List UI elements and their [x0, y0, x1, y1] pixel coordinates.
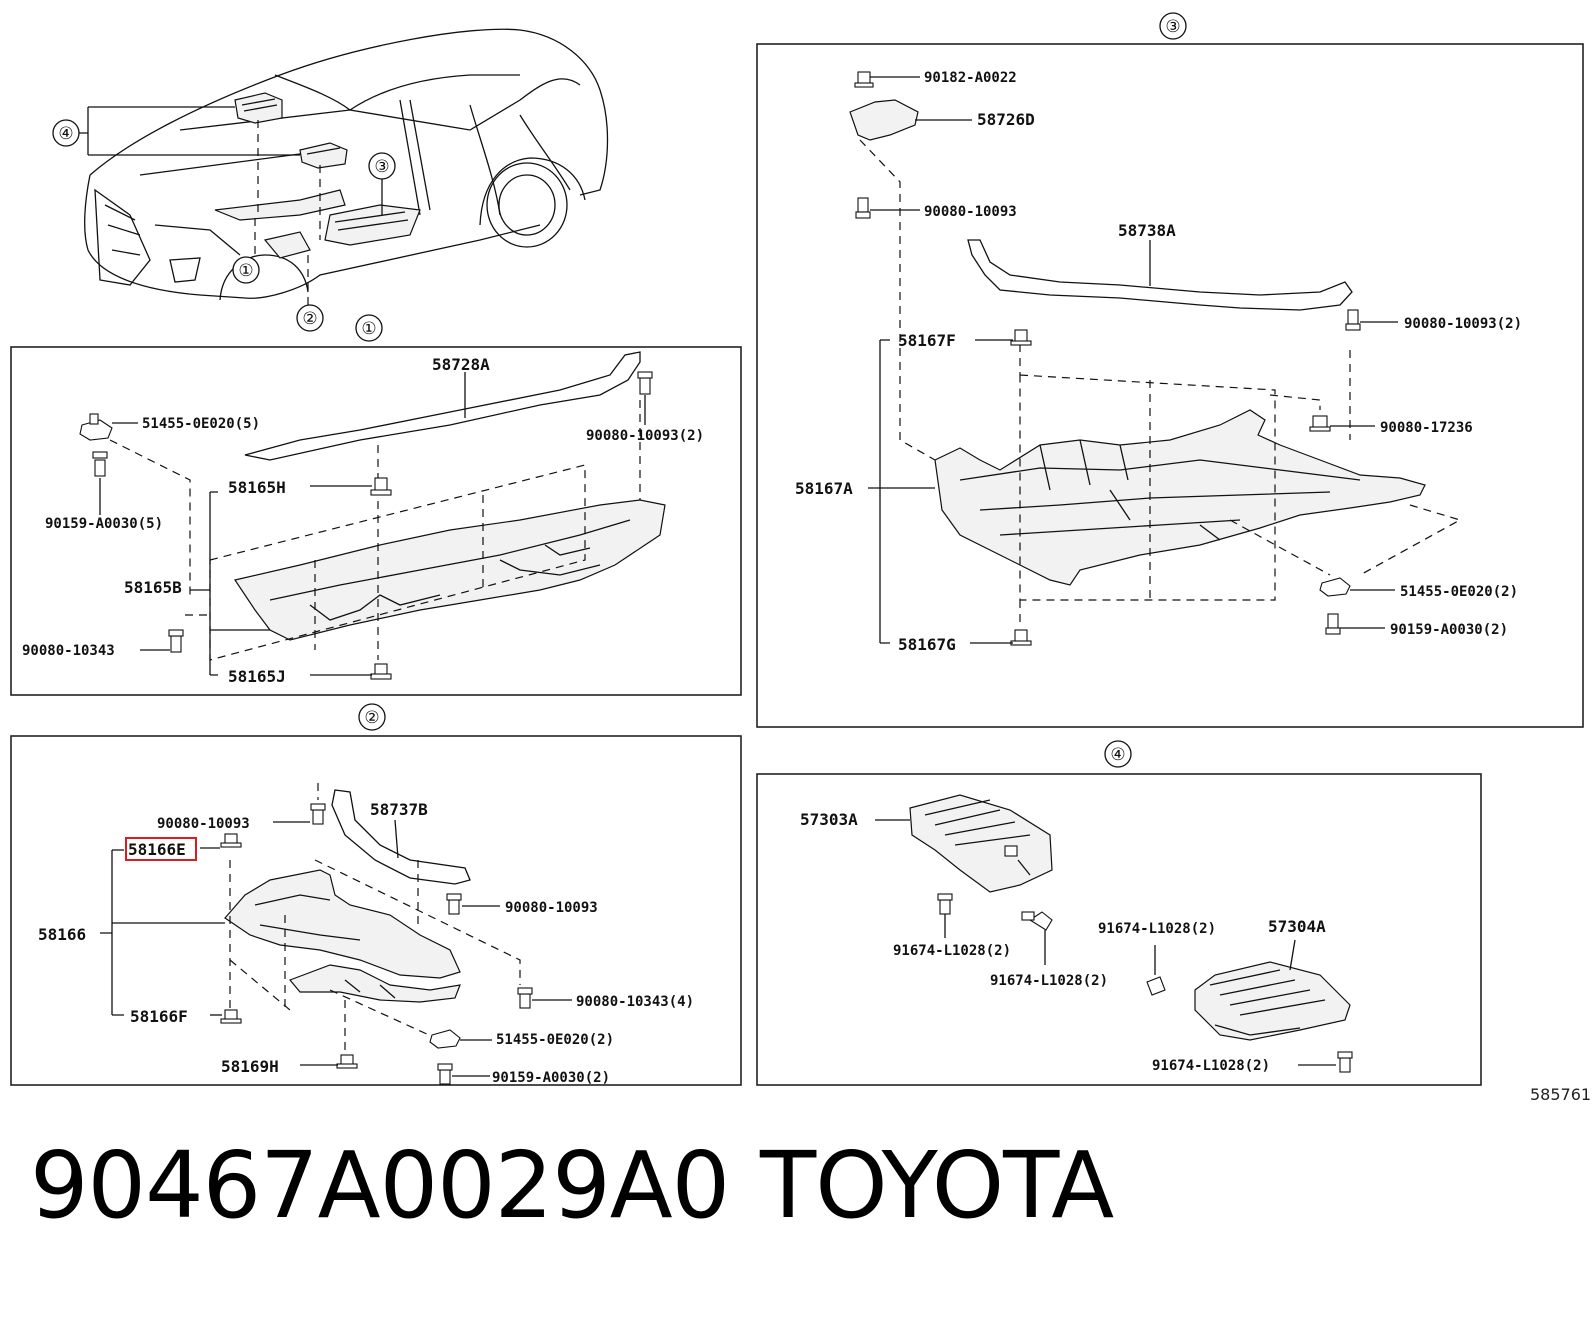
label-91674-l1028-2-a: 91674-L1028(2) [1098, 921, 1216, 937]
label-58169H: 58169H [221, 1057, 279, 1076]
label-58737B: 58737B [370, 800, 428, 819]
svg-text:①: ① [361, 319, 376, 339]
label-58167G: 58167G [898, 635, 956, 654]
footer-brand: TOYOTA [760, 1132, 1114, 1239]
panel-1-callout: ① [355, 314, 383, 342]
label-90080-10343-p1: 90080-10343 [22, 643, 115, 659]
label-90159-a0030-2-p3: 90159-A0030(2) [1390, 622, 1508, 638]
callout-3-overview: ③ [368, 152, 396, 215]
label-90080-10343-4: 90080-10343(4) [576, 994, 694, 1010]
panel-2-frame [10, 735, 742, 1086]
car-overview-illustration [66, 28, 609, 305]
label-58166F: 58166F [130, 1007, 188, 1026]
panel-2-drawing [100, 783, 572, 1085]
svg-text:④: ④ [58, 124, 73, 144]
panel-2-callout: ② [358, 703, 386, 731]
figure-id: 585761 [1530, 1085, 1591, 1104]
svg-text:④: ④ [1110, 745, 1125, 765]
label-58165B: 58165B [124, 578, 182, 597]
label-90080-10093-2-p1: 90080-10093(2) [586, 428, 704, 444]
label-51455-0e020-5: 51455-0E020(5) [142, 416, 260, 432]
svg-text:①: ① [238, 261, 253, 281]
label-58726D: 58726D [977, 110, 1035, 129]
callout-2-overview: ② [296, 304, 324, 332]
panel-4-drawing [875, 794, 1353, 1073]
panel-3-callout: ③ [1159, 12, 1187, 40]
label-90080-10093-p2a: 90080-10093 [157, 816, 250, 832]
panel-3-frame [756, 43, 1584, 728]
label-58165J: 58165J [228, 667, 286, 686]
label-91674-l1028-2-d: 91674-L1028(2) [1152, 1058, 1270, 1074]
label-58728A: 58728A [432, 355, 490, 374]
label-51455-0e020-2-p2: 51455-0E020(2) [496, 1032, 614, 1048]
panel-1-drawing [79, 351, 666, 680]
label-90080-10093-p3a: 90080-10093 [924, 204, 1017, 220]
label-51455-0e020-2-p3: 51455-0E020(2) [1400, 584, 1518, 600]
label-90080-17236: 90080-17236 [1380, 420, 1473, 436]
panel-4-callout: ④ [1104, 740, 1132, 768]
label-57303A: 57303A [800, 810, 858, 829]
label-58165H: 58165H [228, 478, 286, 497]
label-58738A: 58738A [1118, 221, 1176, 240]
svg-text:②: ② [302, 309, 317, 329]
label-90080-10093-p2b: 90080-10093 [505, 900, 598, 916]
panel-3-drawing [849, 71, 1462, 646]
label-58167F: 58167F [898, 331, 956, 350]
label-58166: 58166 [38, 925, 86, 944]
svg-text:③: ③ [374, 157, 389, 177]
label-90080-10093-2-p3: 90080-10093(2) [1404, 316, 1522, 332]
label-90182-a0022: 90182-A0022 [924, 70, 1017, 86]
label-91674-l1028-2-b: 91674-L1028(2) [893, 943, 1011, 959]
label-58166E: 58166E [128, 840, 186, 859]
callout-4-overview: ④ [52, 119, 80, 147]
label-58167A: 58167A [795, 479, 853, 498]
panel-1-frame [10, 346, 742, 696]
svg-text:②: ② [364, 708, 379, 728]
callout-1-overview: ① [232, 256, 260, 284]
highlight-58166E [125, 837, 197, 861]
label-90159-a0030-5: 90159-A0030(5) [45, 516, 163, 532]
svg-text:③: ③ [1165, 17, 1180, 37]
label-91674-l1028-2-c: 91674-L1028(2) [990, 973, 1108, 989]
label-90159-a0030-2-p2: 90159-A0030(2) [492, 1070, 610, 1086]
footer-part-number: 90467A0029A0 [30, 1132, 730, 1239]
panel-4-frame [756, 773, 1482, 1086]
label-57304A: 57304A [1268, 917, 1326, 936]
